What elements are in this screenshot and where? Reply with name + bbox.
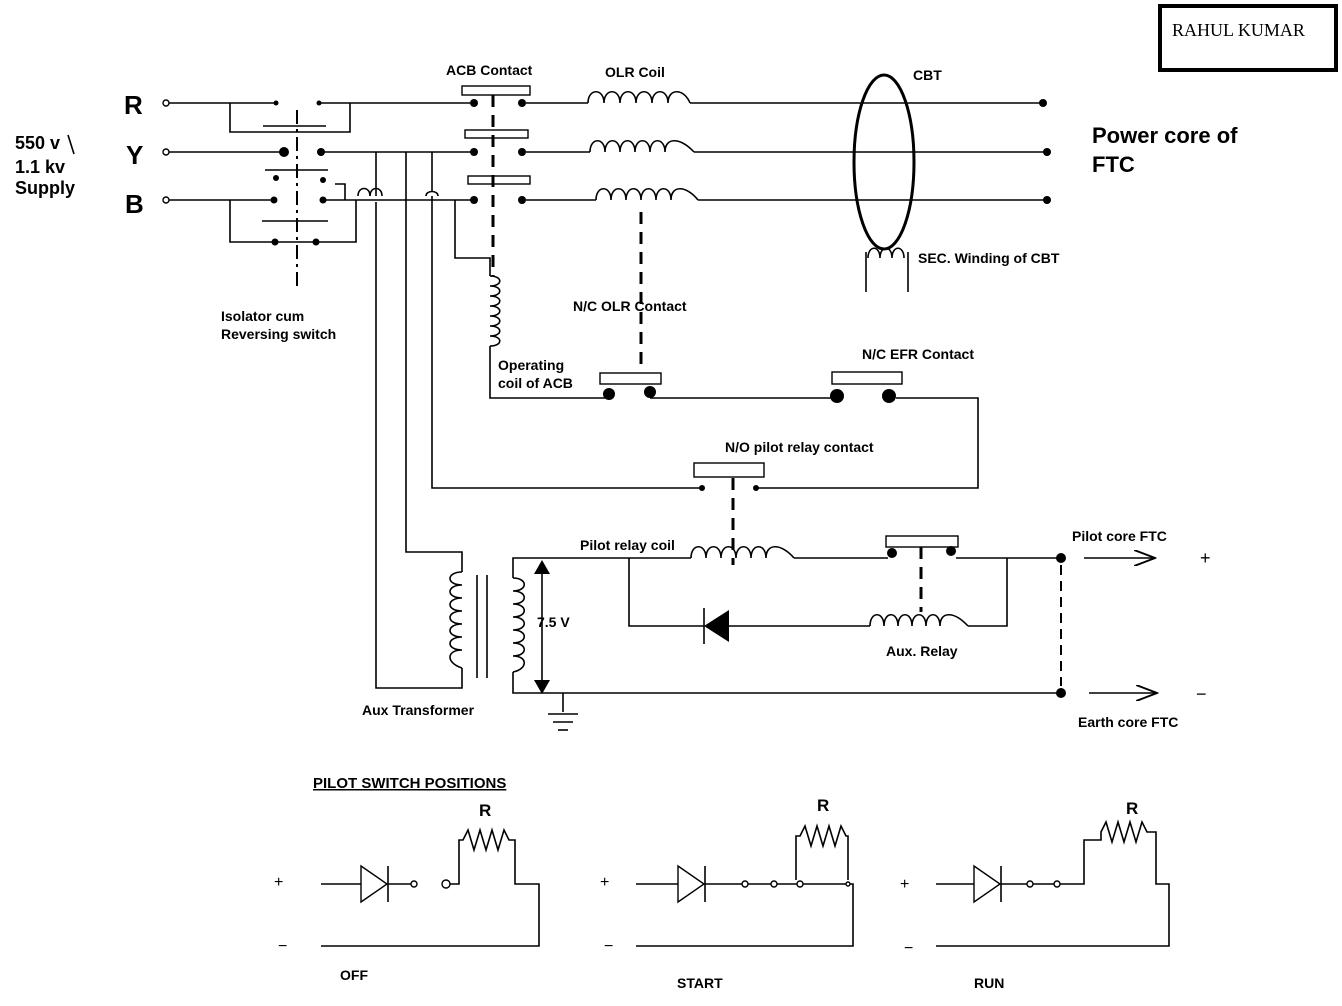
aux-relay-label: Aux. Relay: [886, 643, 958, 659]
supply-label-2: 1.1 kv: [15, 157, 65, 177]
nc-efr-label: N/C EFR Contact: [862, 346, 974, 362]
pilot-switch-heading: PILOT SWITCH POSITIONS: [313, 775, 506, 792]
off-resistor-label: R: [479, 801, 491, 820]
phase-b-label: B: [125, 189, 144, 219]
pilot-plus-sign: +: [1200, 548, 1211, 568]
pilot-core-label: Pilot core FTC: [1072, 528, 1167, 544]
pilot-switch-start: + − R START: [600, 796, 854, 991]
run-plus-sign: +: [900, 876, 909, 893]
power-core-label-1: Power core of: [1092, 123, 1238, 148]
run-position-label: RUN: [974, 975, 1004, 991]
power-core-label-2: FTC: [1092, 152, 1135, 177]
acb-contact-label: ACB Contact: [446, 62, 533, 78]
cbt-label: CBT: [913, 67, 942, 83]
supply-label-1: 550 v: [15, 133, 60, 153]
off-position-label: OFF: [340, 967, 368, 983]
operating-coil-label-1: Operating: [498, 357, 564, 373]
start-minus-sign: −: [604, 938, 613, 955]
olr-coil-label: OLR Coil: [605, 64, 665, 80]
nc-olr-label: N/C OLR Contact: [573, 298, 687, 314]
pilot-switch-run: + − R RUN: [900, 799, 1170, 991]
run-minus-sign: −: [904, 940, 913, 957]
off-minus-sign: −: [278, 938, 287, 955]
olr-coils: [587, 90, 699, 368]
operating-coil-label-2: coil of ACB: [498, 375, 573, 391]
isolator-switch: [229, 100, 357, 288]
voltage-label: 7.5 V: [537, 614, 570, 630]
cbt: [852, 73, 916, 292]
author-box: RAHUL KUMAR: [1158, 4, 1338, 72]
off-plus-sign: +: [274, 874, 283, 891]
isolator-label-1: Isolator cum: [221, 308, 304, 324]
supply-slash: [67, 134, 75, 155]
no-pilot-label: N/O pilot relay contact: [725, 439, 874, 455]
sec-winding-label: SEC. Winding of CBT: [918, 250, 1060, 266]
control-wiring: [357, 152, 979, 689]
acb-contacts: [461, 85, 531, 276]
phase-y-label: Y: [126, 140, 143, 170]
earth-minus-sign: −: [1196, 684, 1207, 704]
pilot-switch-off: + − R OFF: [274, 801, 540, 983]
start-position-label: START: [677, 975, 723, 991]
supply-label-3: Supply: [15, 178, 75, 198]
phase-r-label: R: [124, 90, 143, 120]
earth-core-label: Earth core FTC: [1078, 714, 1178, 730]
run-resistor-label: R: [1126, 799, 1138, 818]
aux-transformer: [449, 557, 1060, 731]
author-name: RAHUL KUMAR: [1172, 20, 1305, 40]
pilot-relay-coil-label: Pilot relay coil: [580, 537, 675, 553]
aux-transformer-label: Aux Transformer: [362, 702, 475, 718]
pilot-relay-circuit: [628, 535, 1157, 698]
start-resistor-label: R: [817, 796, 829, 815]
start-plus-sign: +: [600, 874, 609, 891]
isolator-label-2: Reversing switch: [221, 326, 336, 342]
phase-lines: [162, 99, 1051, 204]
